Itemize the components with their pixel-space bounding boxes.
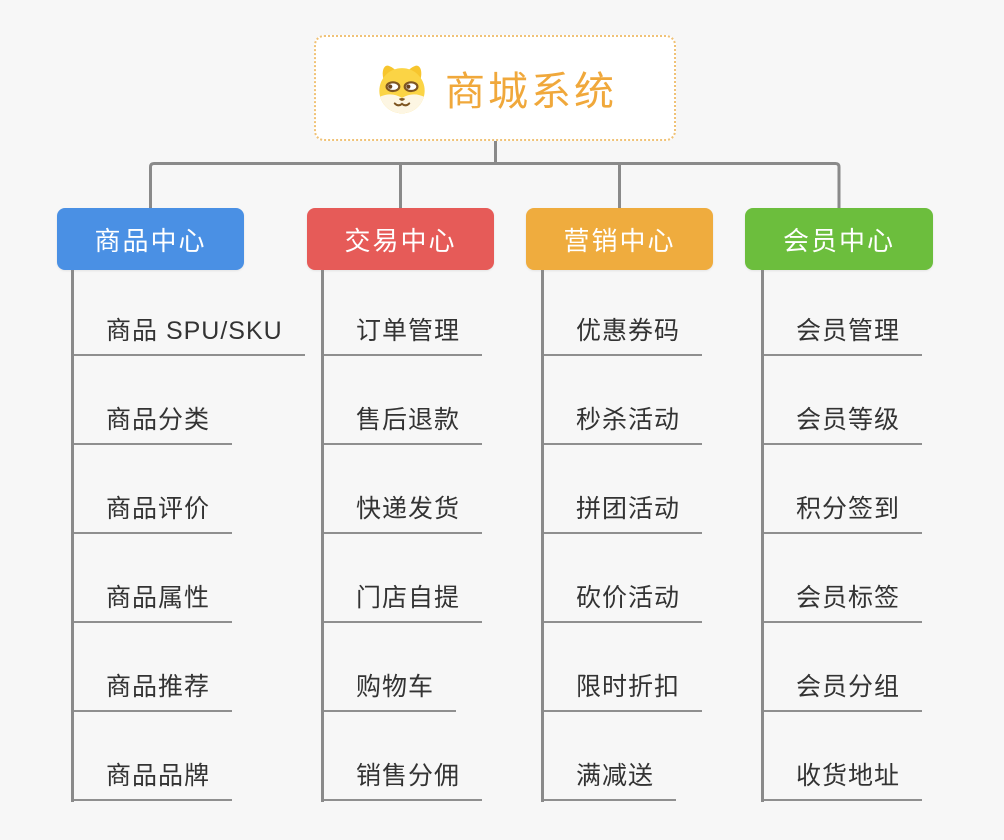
child-node[interactable]: 商品 SPU/SKU xyxy=(74,314,305,356)
root-node[interactable]: 商城系统 xyxy=(314,35,676,141)
branch-children-column: 会员管理会员等级积分签到会员标签会员分组收货地址 xyxy=(761,270,991,802)
child-node[interactable]: 会员分组 xyxy=(764,670,923,712)
dog-logo-icon xyxy=(379,65,425,114)
child-node[interactable]: 商品属性 xyxy=(74,581,233,623)
branch-children-column: 优惠券码秒杀活动拼团活动砍价活动限时折扣满减送 xyxy=(541,270,771,802)
branch-children-column: 订单管理售后退款快递发货门店自提购物车销售分佣 xyxy=(321,270,551,802)
child-node[interactable]: 快递发货 xyxy=(324,492,483,534)
child-node[interactable]: 会员标签 xyxy=(764,581,923,623)
child-node[interactable]: 商品评价 xyxy=(74,492,233,534)
branch-node-3[interactable]: 营销中心 xyxy=(526,208,713,270)
child-node[interactable]: 售后退款 xyxy=(324,403,483,445)
child-node[interactable]: 销售分佣 xyxy=(324,759,483,801)
child-node[interactable]: 收货地址 xyxy=(764,759,923,801)
root-title: 商城系统 xyxy=(445,70,617,114)
child-node[interactable]: 秒杀活动 xyxy=(544,403,703,445)
branch-bus-line xyxy=(149,162,841,208)
branch-label: 营销中心 xyxy=(563,225,676,256)
child-node[interactable]: 限时折扣 xyxy=(544,670,703,712)
branch-children-column: 商品 SPU/SKU 商品分类商品评价商品属性商品推荐商品品牌 xyxy=(71,270,305,802)
child-node[interactable]: 门店自提 xyxy=(324,581,483,623)
branch-label: 会员中心 xyxy=(782,225,895,256)
branch-node-2[interactable]: 交易中心 xyxy=(307,208,494,270)
child-node[interactable]: 拼团活动 xyxy=(544,492,703,534)
child-node[interactable]: 购物车 xyxy=(324,670,457,712)
child-node[interactable]: 订单管理 xyxy=(324,314,483,356)
child-node[interactable]: 积分签到 xyxy=(764,492,923,534)
child-node[interactable]: 商品分类 xyxy=(74,403,233,445)
branch-node-1[interactable]: 商品中心 xyxy=(57,208,244,270)
branch-node-4[interactable]: 会员中心 xyxy=(745,208,933,270)
child-node[interactable]: 商品品牌 xyxy=(74,759,233,801)
branch-label: 商品中心 xyxy=(94,225,207,256)
child-node[interactable]: 优惠券码 xyxy=(544,314,703,356)
child-node[interactable]: 商品推荐 xyxy=(74,670,233,712)
child-node[interactable]: 满减送 xyxy=(544,759,677,801)
child-node[interactable]: 砍价活动 xyxy=(544,581,703,623)
branch-label: 交易中心 xyxy=(344,225,457,256)
child-node[interactable]: 会员等级 xyxy=(764,403,923,445)
child-node[interactable]: 会员管理 xyxy=(764,314,923,356)
